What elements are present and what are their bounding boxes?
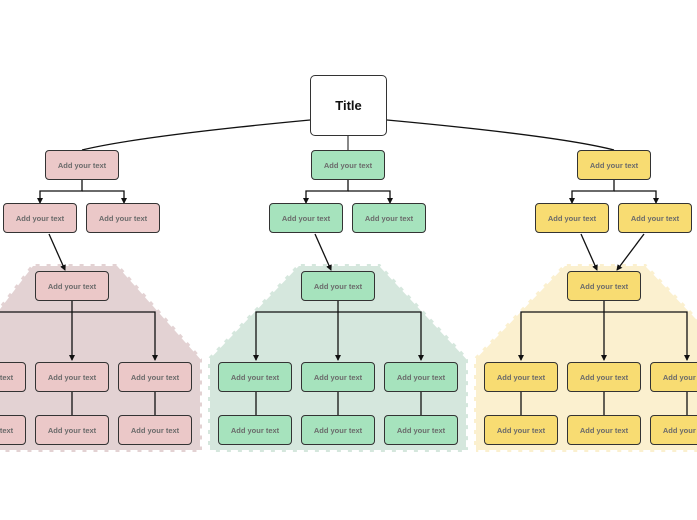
yellow-level5-node-3[interactable]: Add your text [650, 415, 697, 445]
green-level5-node-2[interactable]: Add your text [301, 415, 375, 445]
node-label: Add your text [130, 372, 180, 382]
red-level4-node-1[interactable]: Add your text [0, 362, 26, 392]
yellow-level4-node-1[interactable]: Add your text [484, 362, 558, 392]
node-label: Add your text [364, 213, 414, 223]
connectors-green [253, 180, 424, 415]
red-level2-node-2[interactable]: Add your text [86, 203, 160, 233]
connectors-yellow [518, 180, 690, 415]
node-label: Add your text [313, 372, 363, 382]
yellow-level1-node[interactable]: Add your text [577, 150, 651, 180]
node-label: Add your text [579, 281, 629, 291]
connector-title-right [386, 119, 615, 151]
green-level4-node-1[interactable]: Add your text [218, 362, 292, 392]
group-region-red [0, 262, 204, 454]
yellow-level3-node[interactable]: Add your text [567, 271, 641, 301]
title-node[interactable]: Title [310, 75, 387, 136]
node-label: Add your text [130, 425, 180, 435]
node-label: Add your text [47, 281, 97, 291]
green-level4-node-2[interactable]: Add your text [301, 362, 375, 392]
node-label: Add your text [15, 213, 65, 223]
node-label: Add your text [662, 425, 697, 435]
green-level1-node[interactable]: Add your text [311, 150, 385, 180]
group-region-yellow [472, 262, 697, 454]
node-label: Add your text [579, 372, 629, 382]
node-label: Add your text [323, 160, 373, 170]
node-label: Add your text [396, 425, 446, 435]
node-label: Add your text [630, 213, 680, 223]
red-level5-node-1[interactable]: Add your text [0, 415, 26, 445]
node-label: Add your text [547, 213, 597, 223]
green-level5-node-1[interactable]: Add your text [218, 415, 292, 445]
node-label: Add your text [662, 372, 697, 382]
green-level4-node-3[interactable]: Add your text [384, 362, 458, 392]
node-label: Add your text [47, 425, 97, 435]
title-text: Title [335, 98, 362, 113]
node-label: Add your text [57, 160, 107, 170]
yellow-level2-node-2[interactable]: Add your text [618, 203, 692, 233]
connectors-red [0, 180, 158, 415]
node-label: Add your text [313, 281, 363, 291]
yellow-level5-node-1[interactable]: Add your text [484, 415, 558, 445]
red-level5-node-3[interactable]: Add your text [118, 415, 192, 445]
red-level5-node-2[interactable]: Add your text [35, 415, 109, 445]
node-label: Add your text [47, 372, 97, 382]
yellow-level4-node-3[interactable]: Add your text [650, 362, 697, 392]
red-level1-node[interactable]: Add your text [45, 150, 119, 180]
green-level3-node[interactable]: Add your text [301, 271, 375, 301]
yellow-level2-node-1[interactable]: Add your text [535, 203, 609, 233]
node-label: Add your text [589, 160, 639, 170]
node-label: Add your text [281, 213, 331, 223]
yellow-level4-node-2[interactable]: Add your text [567, 362, 641, 392]
green-level2-node-1[interactable]: Add your text [269, 203, 343, 233]
node-label: Add your text [579, 425, 629, 435]
node-label: Add your text [230, 372, 280, 382]
node-label: Add your text [230, 425, 280, 435]
yellow-level5-node-2[interactable]: Add your text [567, 415, 641, 445]
node-label: Add your text [496, 425, 546, 435]
node-label: Add your text [0, 425, 14, 435]
red-level4-node-3[interactable]: Add your text [118, 362, 192, 392]
node-label: Add your text [98, 213, 148, 223]
node-label: Add your text [313, 425, 363, 435]
green-level2-node-2[interactable]: Add your text [352, 203, 426, 233]
node-label: Add your text [496, 372, 546, 382]
node-label: Add your text [396, 372, 446, 382]
green-level5-node-3[interactable]: Add your text [384, 415, 458, 445]
red-level3-node[interactable]: Add your text [35, 271, 109, 301]
red-level2-node-1[interactable]: Add your text [3, 203, 77, 233]
red-level4-node-2[interactable]: Add your text [35, 362, 109, 392]
connector-title-left [81, 119, 311, 151]
node-label: Add your text [0, 372, 14, 382]
